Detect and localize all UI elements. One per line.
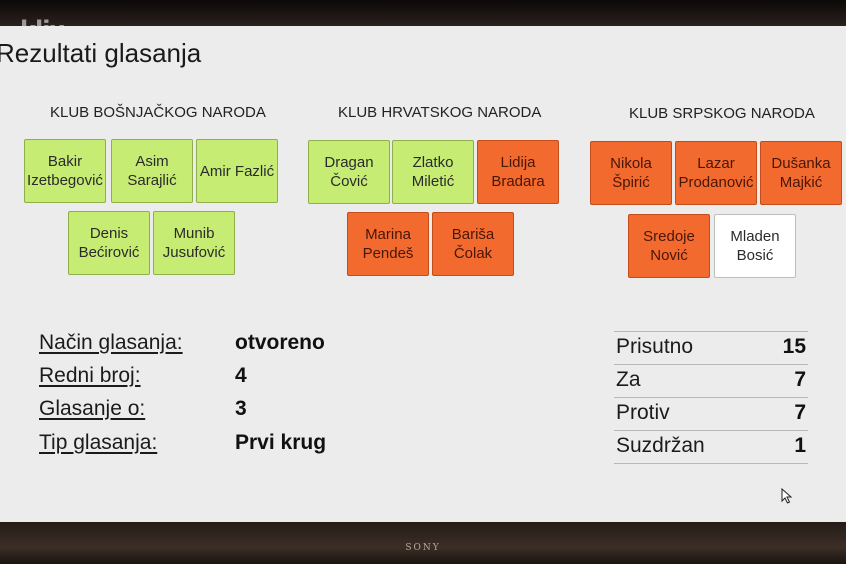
info-label-voting-type: Tip glasanja: <box>39 431 158 454</box>
member-tile: Lazar Prodanović <box>675 141 757 205</box>
member-name: Zlatko Miletić <box>411 154 455 190</box>
info-value-voting-method: otvoreno <box>235 331 325 354</box>
stats-label: Za <box>616 368 641 391</box>
stats-row-abstain: Suzdržan 1 <box>614 430 808 464</box>
member-name: Munib Jusufović <box>162 225 226 261</box>
member-tile: Munib Jusufović <box>153 211 235 275</box>
tv-brand-logo: SONY <box>405 543 441 553</box>
member-name: Amir Fazlić <box>199 162 275 180</box>
member-tile: Mladen Bosić <box>714 214 796 278</box>
mouse-pointer-icon <box>781 488 793 504</box>
member-name: Mladen Bosić <box>730 228 780 264</box>
club-title-croat: KLUB HRVATSKOG NARODA <box>338 104 542 121</box>
member-tile: Marina Pendeš <box>347 212 429 276</box>
stats-value: 7 <box>794 368 806 391</box>
stats-value: 15 <box>782 335 806 358</box>
member-tile: Dragan Čović <box>308 140 390 204</box>
member-name: Dragan Čović <box>324 154 374 190</box>
member-tile: Bariša Čolak <box>432 212 514 276</box>
member-tile: Bakir Izetbegović <box>24 139 106 203</box>
info-label-sequence-number: Redni broj: <box>39 364 141 387</box>
stats-row-for: Za 7 <box>614 364 808 397</box>
info-label-voting-method: Način glasanja: <box>39 331 183 354</box>
member-tile: Asim Sarajlić <box>111 139 193 203</box>
member-name: Lazar Prodanović <box>678 155 754 191</box>
club-title-bosniak: KLUB BOŠNJAČKOG NARODA <box>50 104 266 121</box>
tv-bezel-top <box>0 0 846 26</box>
member-tile: Denis Bećirović <box>68 211 150 275</box>
member-name: Lidija Bradara <box>491 154 545 190</box>
member-tile: Sredoje Nović <box>628 214 710 278</box>
member-tile: Zlatko Miletić <box>392 140 474 204</box>
member-name: Dušanka Majkić <box>771 155 831 191</box>
member-name: Bariša Čolak <box>451 226 495 262</box>
member-name: Denis Bećirović <box>78 225 140 261</box>
member-tile: Lidija Bradara <box>477 140 559 204</box>
member-tile: Nikola Špirić <box>590 141 672 205</box>
page-title: Rezultati glasanja <box>0 38 202 68</box>
member-tile: Dušanka Majkić <box>760 141 842 205</box>
club-title-serb: KLUB SRPSKOG NARODA <box>629 105 815 122</box>
stats-label: Protiv <box>616 401 670 424</box>
stats-value: 1 <box>794 434 806 457</box>
info-value-voting-on: 3 <box>235 397 247 420</box>
voting-results-screen: Rezultati glasanja KLUB BOŠNJAČKOG NAROD… <box>0 26 846 522</box>
member-tile: Amir Fazlić <box>196 139 278 203</box>
stats-label: Prisutno <box>616 335 694 358</box>
member-name: Asim Sarajlić <box>127 153 177 189</box>
stats-row-present: Prisutno 15 <box>614 331 808 364</box>
info-value-sequence-number: 4 <box>235 364 247 387</box>
member-name: Nikola Špirić <box>610 155 652 191</box>
stats-value: 7 <box>794 401 806 424</box>
tv-bezel-bottom <box>0 522 846 564</box>
info-label-voting-on: Glasanje o: <box>39 397 146 420</box>
info-value-voting-type: Prvi krug <box>235 431 327 454</box>
member-name: Sredoje Nović <box>643 228 695 264</box>
member-name: Marina Pendeš <box>362 226 414 262</box>
member-name: Bakir Izetbegović <box>27 153 103 189</box>
stats-label: Suzdržan <box>616 434 705 457</box>
stats-row-against: Protiv 7 <box>614 397 808 430</box>
